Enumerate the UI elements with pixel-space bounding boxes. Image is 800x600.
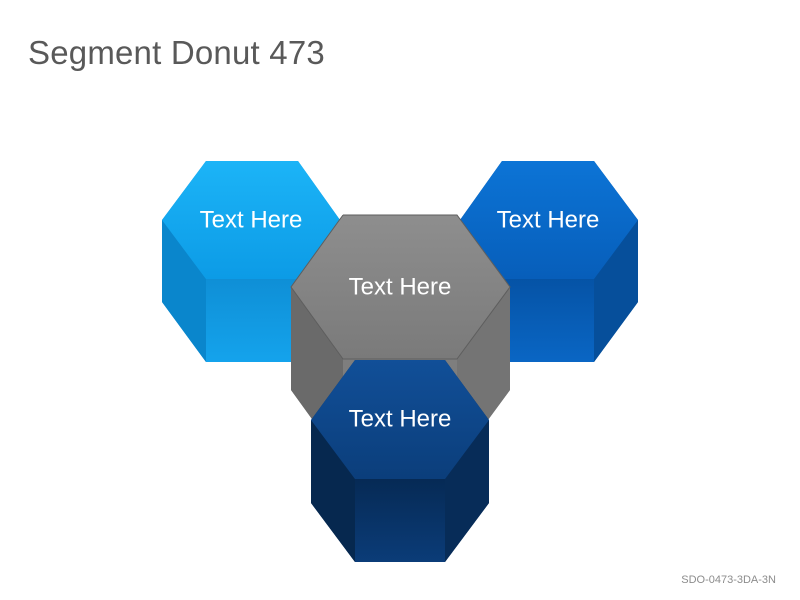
hexagon-segment-4: Text Here	[311, 360, 489, 562]
footer-code: SDO-0473-3DA-3N	[681, 574, 776, 586]
hexagon-segment-2: Text Here	[460, 161, 638, 362]
segment-3-label: Text Here	[349, 273, 452, 300]
page-title: Segment Donut 473	[28, 34, 325, 71]
segment-4-label: Text Here	[349, 405, 452, 432]
segment-2-label: Text Here	[497, 206, 600, 233]
segment-1-label: Text Here	[200, 206, 303, 233]
